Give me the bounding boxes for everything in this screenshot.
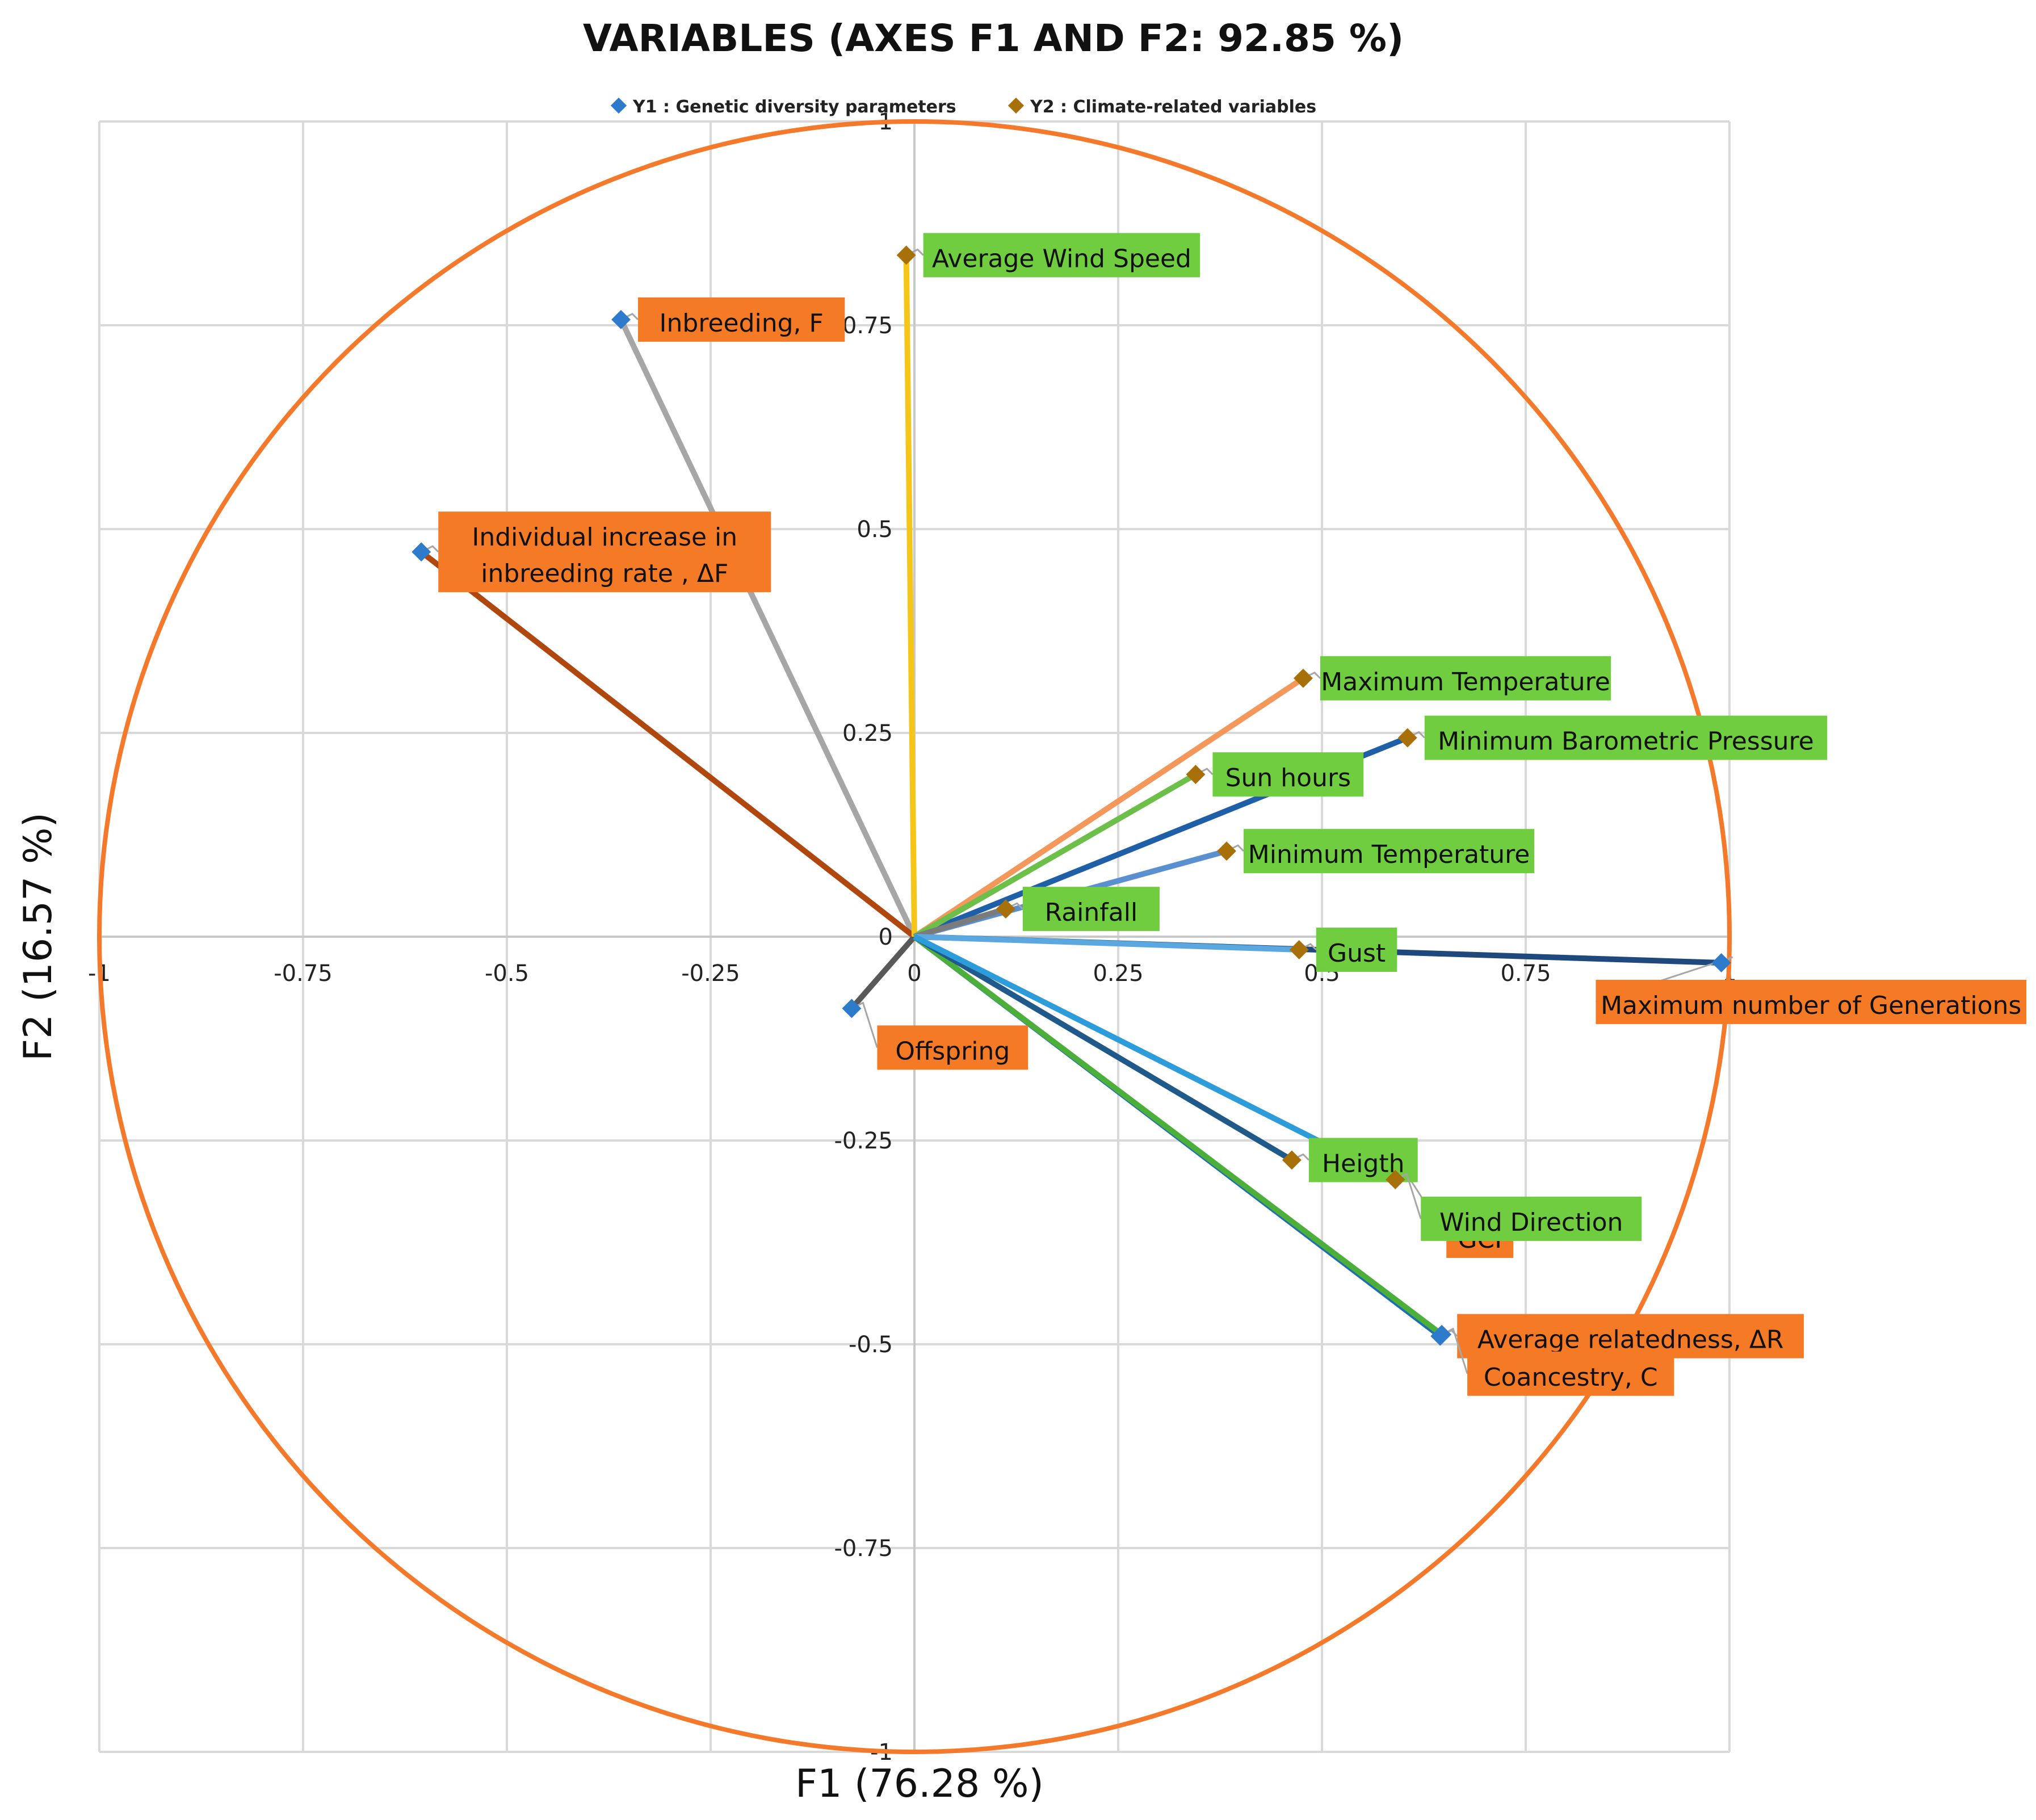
variable-label: Gust xyxy=(1328,939,1386,968)
variable-label-box xyxy=(1596,979,2026,1024)
legend-label-y2: Y2 : Climate-related variables xyxy=(1030,97,1316,117)
variable-label: Offspring xyxy=(895,1037,1010,1066)
variable-marker xyxy=(1294,668,1313,688)
variable-label: Maximum Temperature xyxy=(1321,668,1610,697)
y-tick-label: -0.75 xyxy=(834,1536,893,1562)
x-tick-label: -0.75 xyxy=(274,961,333,987)
variable-label-box xyxy=(1243,829,1535,874)
variable-label-box xyxy=(1467,1351,1674,1396)
variable-marker xyxy=(1217,841,1236,861)
variable-label: Rainfall xyxy=(1045,898,1138,927)
variable-label-box xyxy=(638,297,845,342)
x-tick-label: -0.25 xyxy=(681,961,740,987)
variable-label-box xyxy=(1421,1196,1642,1241)
y-tick-label: -0.25 xyxy=(834,1128,893,1154)
variable-label-box xyxy=(923,233,1200,278)
variable-vector xyxy=(419,550,917,939)
correlation-circle xyxy=(97,119,1732,1754)
variable-label-box xyxy=(1212,752,1364,797)
variable-marker xyxy=(1386,1169,1405,1189)
variable-label: Wind Direction xyxy=(1439,1208,1623,1237)
variable-vectors xyxy=(419,255,1722,1339)
variable-marker xyxy=(1711,953,1731,972)
unit-circle xyxy=(97,119,1732,1754)
legend-label-y1: Y1 : Genetic diversity parameters xyxy=(632,97,956,117)
y-tick-label: 0.5 xyxy=(857,517,893,543)
x-tick-label: 0.25 xyxy=(1093,961,1143,987)
x-axis-title: F1 (76.28 %) xyxy=(795,1762,1044,1806)
x-tick-label: 0 xyxy=(907,961,921,987)
variable-marker xyxy=(996,899,1015,919)
variable-label: Sun hours xyxy=(1225,764,1351,792)
variable-marker xyxy=(1397,728,1417,748)
variable-vector xyxy=(913,676,1305,940)
variable-label-box xyxy=(1022,887,1160,932)
variable-label-box xyxy=(1424,715,1828,760)
variable-label-box xyxy=(877,1025,1029,1070)
variable-vector xyxy=(914,934,1299,953)
variable-marker xyxy=(1432,1324,1452,1344)
variable-label: Minimum Temperature xyxy=(1248,840,1530,869)
variable-vector xyxy=(903,255,917,937)
variable-marker xyxy=(842,999,862,1018)
legend-marker-y2 xyxy=(1007,97,1025,114)
variable-vector xyxy=(913,906,1007,940)
variable-marker xyxy=(896,245,916,265)
x-tick-label: -0.5 xyxy=(485,961,529,987)
variable-label: Average relatedness, ΔR xyxy=(1477,1326,1784,1354)
chart-title: VARIABLES (AXES F1 AND F2: 92.85 %) xyxy=(583,16,1404,60)
variable-label: inbreeding rate , ΔF xyxy=(481,559,728,588)
y-tick-label: 0.25 xyxy=(842,720,893,747)
variable-marker xyxy=(611,309,631,329)
variable-markers xyxy=(412,245,1731,1346)
variable-vector xyxy=(913,934,1294,1163)
variable-label: Individual increase in xyxy=(472,523,737,552)
legend: Y1 : Genetic diversity parameters Y2 : C… xyxy=(610,97,1316,117)
variable-label: Coancestry, C xyxy=(1484,1363,1658,1392)
variable-marker xyxy=(412,542,431,562)
variable-vector xyxy=(912,934,1444,1337)
variable-label: Heigth xyxy=(1322,1149,1404,1178)
variable-vector xyxy=(849,934,917,1010)
variable-marker xyxy=(1289,940,1309,959)
variable-labels: Inbreeding, F Individual increase in inbre… xyxy=(421,233,2026,1396)
variable-marker xyxy=(1186,765,1206,785)
variable-vector xyxy=(618,318,917,938)
variable-label: Maximum number of Generations xyxy=(1601,991,2021,1020)
y-tick-label: 0.75 xyxy=(842,313,893,339)
legend-marker-y1 xyxy=(610,97,627,114)
variable-label-box xyxy=(1320,656,1611,701)
x-tick-label: 0.75 xyxy=(1500,961,1551,987)
variable-label: Average Wind Speed xyxy=(932,245,1191,274)
variable-label-box xyxy=(1457,1314,1804,1358)
y-tick-label: 0 xyxy=(879,924,893,950)
variable-label-box xyxy=(1316,927,1397,972)
y-axis-title: F2 (16.57 %) xyxy=(16,812,61,1061)
variable-label: Inbreeding, F xyxy=(660,309,824,338)
variable-label: Minimum Barometric Pressure xyxy=(1438,727,1814,756)
y-tick-label: -0.5 xyxy=(849,1332,893,1358)
variable-vector xyxy=(913,771,1197,940)
variable-label-box xyxy=(438,511,771,593)
variable-marker xyxy=(1282,1150,1302,1170)
